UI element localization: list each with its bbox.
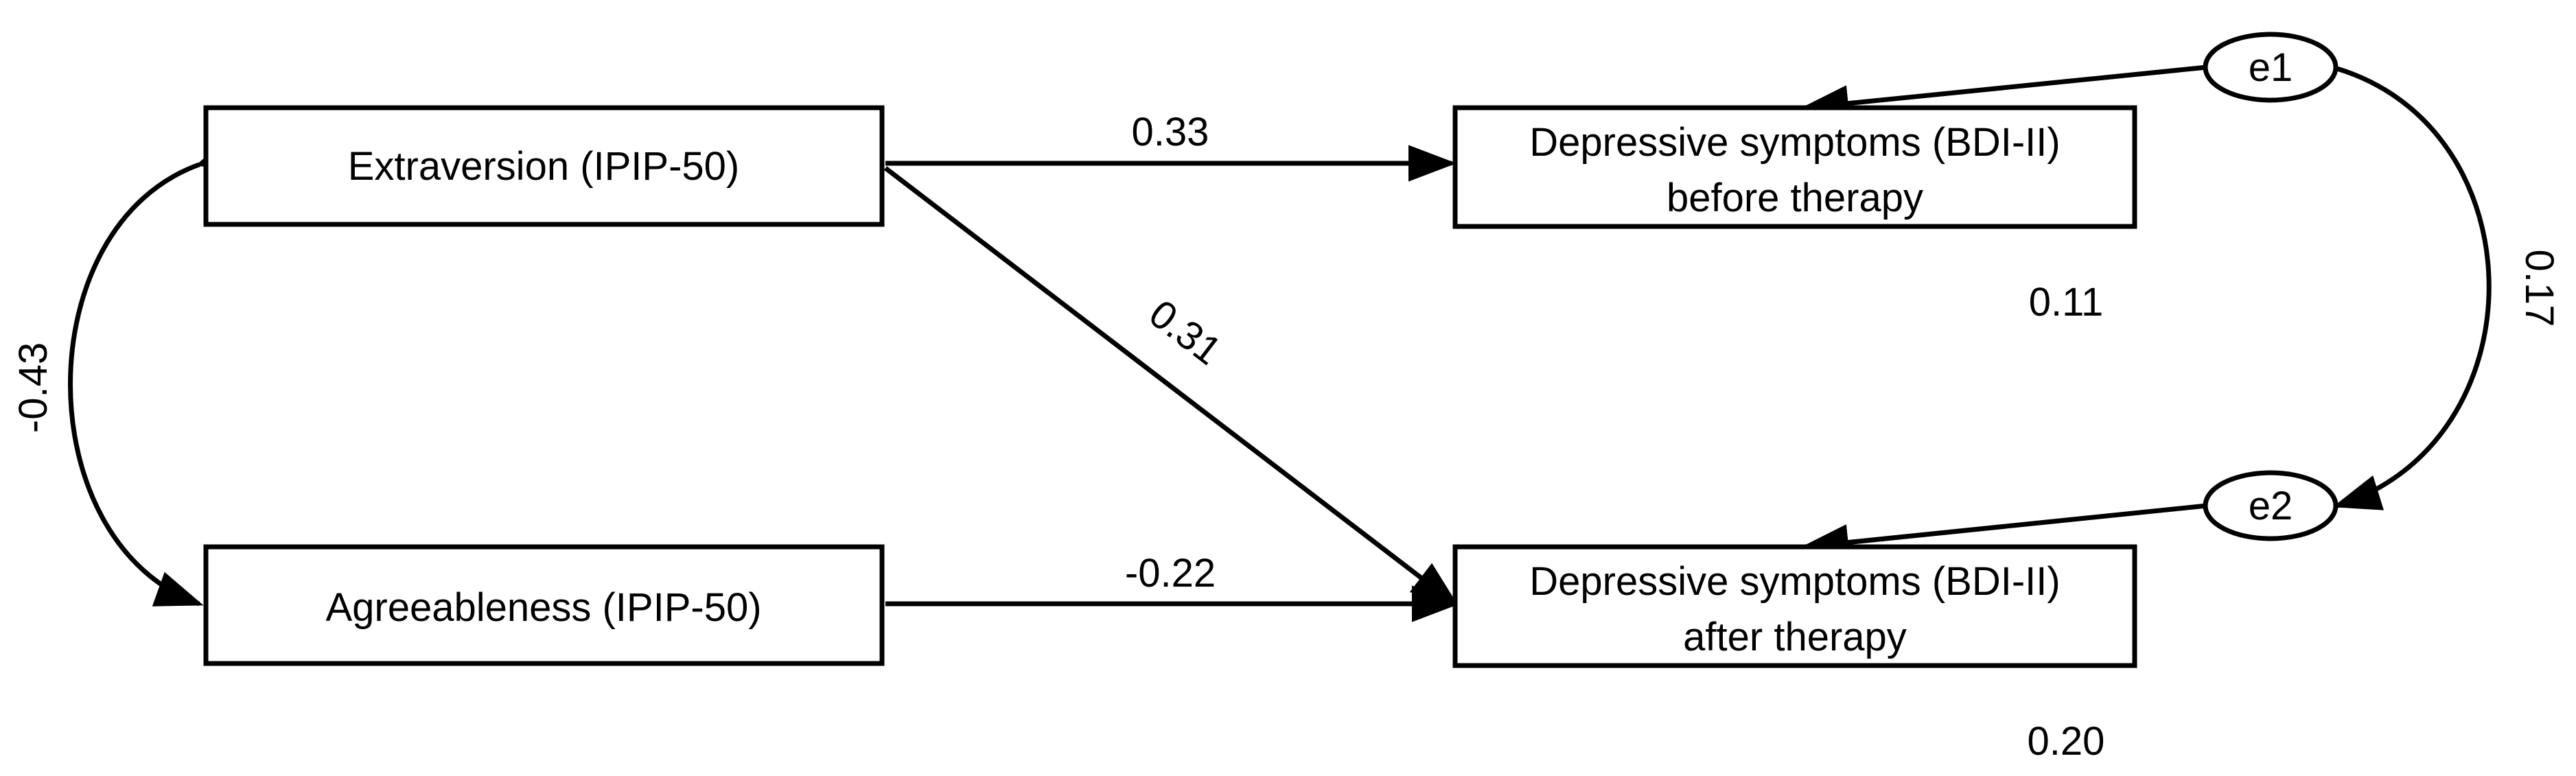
node-extraversion: Extraversion (IPIP-50) bbox=[203, 105, 885, 227]
node-extraversion-label: Extraversion (IPIP-50) bbox=[348, 144, 740, 189]
node-depressive-after: Depressive symptoms (BDI-II) after thera… bbox=[1452, 544, 2137, 668]
error-e2-label: e2 bbox=[2249, 484, 2293, 528]
coef-extraversion-to-before: 0.33 bbox=[1132, 110, 1209, 154]
coef-e1-e2-cov: 0.17 bbox=[2517, 250, 2562, 327]
coef-agreeableness-to-after: -0.22 bbox=[1125, 551, 1216, 596]
coef-extraversion-agreeableness-cov: -0.43 bbox=[11, 342, 56, 433]
error-e1-label: e1 bbox=[2249, 45, 2293, 90]
error-e2: e2 bbox=[2203, 470, 2339, 541]
covariance-e1-e2 bbox=[2290, 38, 2492, 510]
node-agreeableness-label: Agreeableness (IPIP-50) bbox=[325, 585, 761, 630]
path-e1-to-before bbox=[1800, 64, 2207, 122]
node-depressive-before: Depressive symptoms (BDI-II) before ther… bbox=[1452, 105, 2137, 229]
coef-extraversion-to-after: 0.31 bbox=[1141, 291, 1229, 373]
node-depressive-before-line2: before therapy bbox=[1667, 176, 1923, 220]
path-e2-to-after bbox=[1800, 503, 2207, 561]
r-squared-depressive-after: 0.20 bbox=[2028, 719, 2105, 764]
node-depressive-after-line1: Depressive symptoms (BDI-II) bbox=[1529, 559, 2060, 604]
node-depressive-after-line2: after therapy bbox=[1683, 615, 1907, 659]
node-depressive-before-line1: Depressive symptoms (BDI-II) bbox=[1529, 120, 2060, 165]
node-agreeableness: Agreeableness (IPIP-50) bbox=[203, 544, 885, 666]
r-squared-depressive-before: 0.11 bbox=[2029, 280, 2104, 325]
path-extraversion-to-after bbox=[883, 166, 1459, 607]
covariance-extraversion-agreeableness bbox=[68, 132, 246, 607]
error-e1: e1 bbox=[2203, 32, 2339, 103]
